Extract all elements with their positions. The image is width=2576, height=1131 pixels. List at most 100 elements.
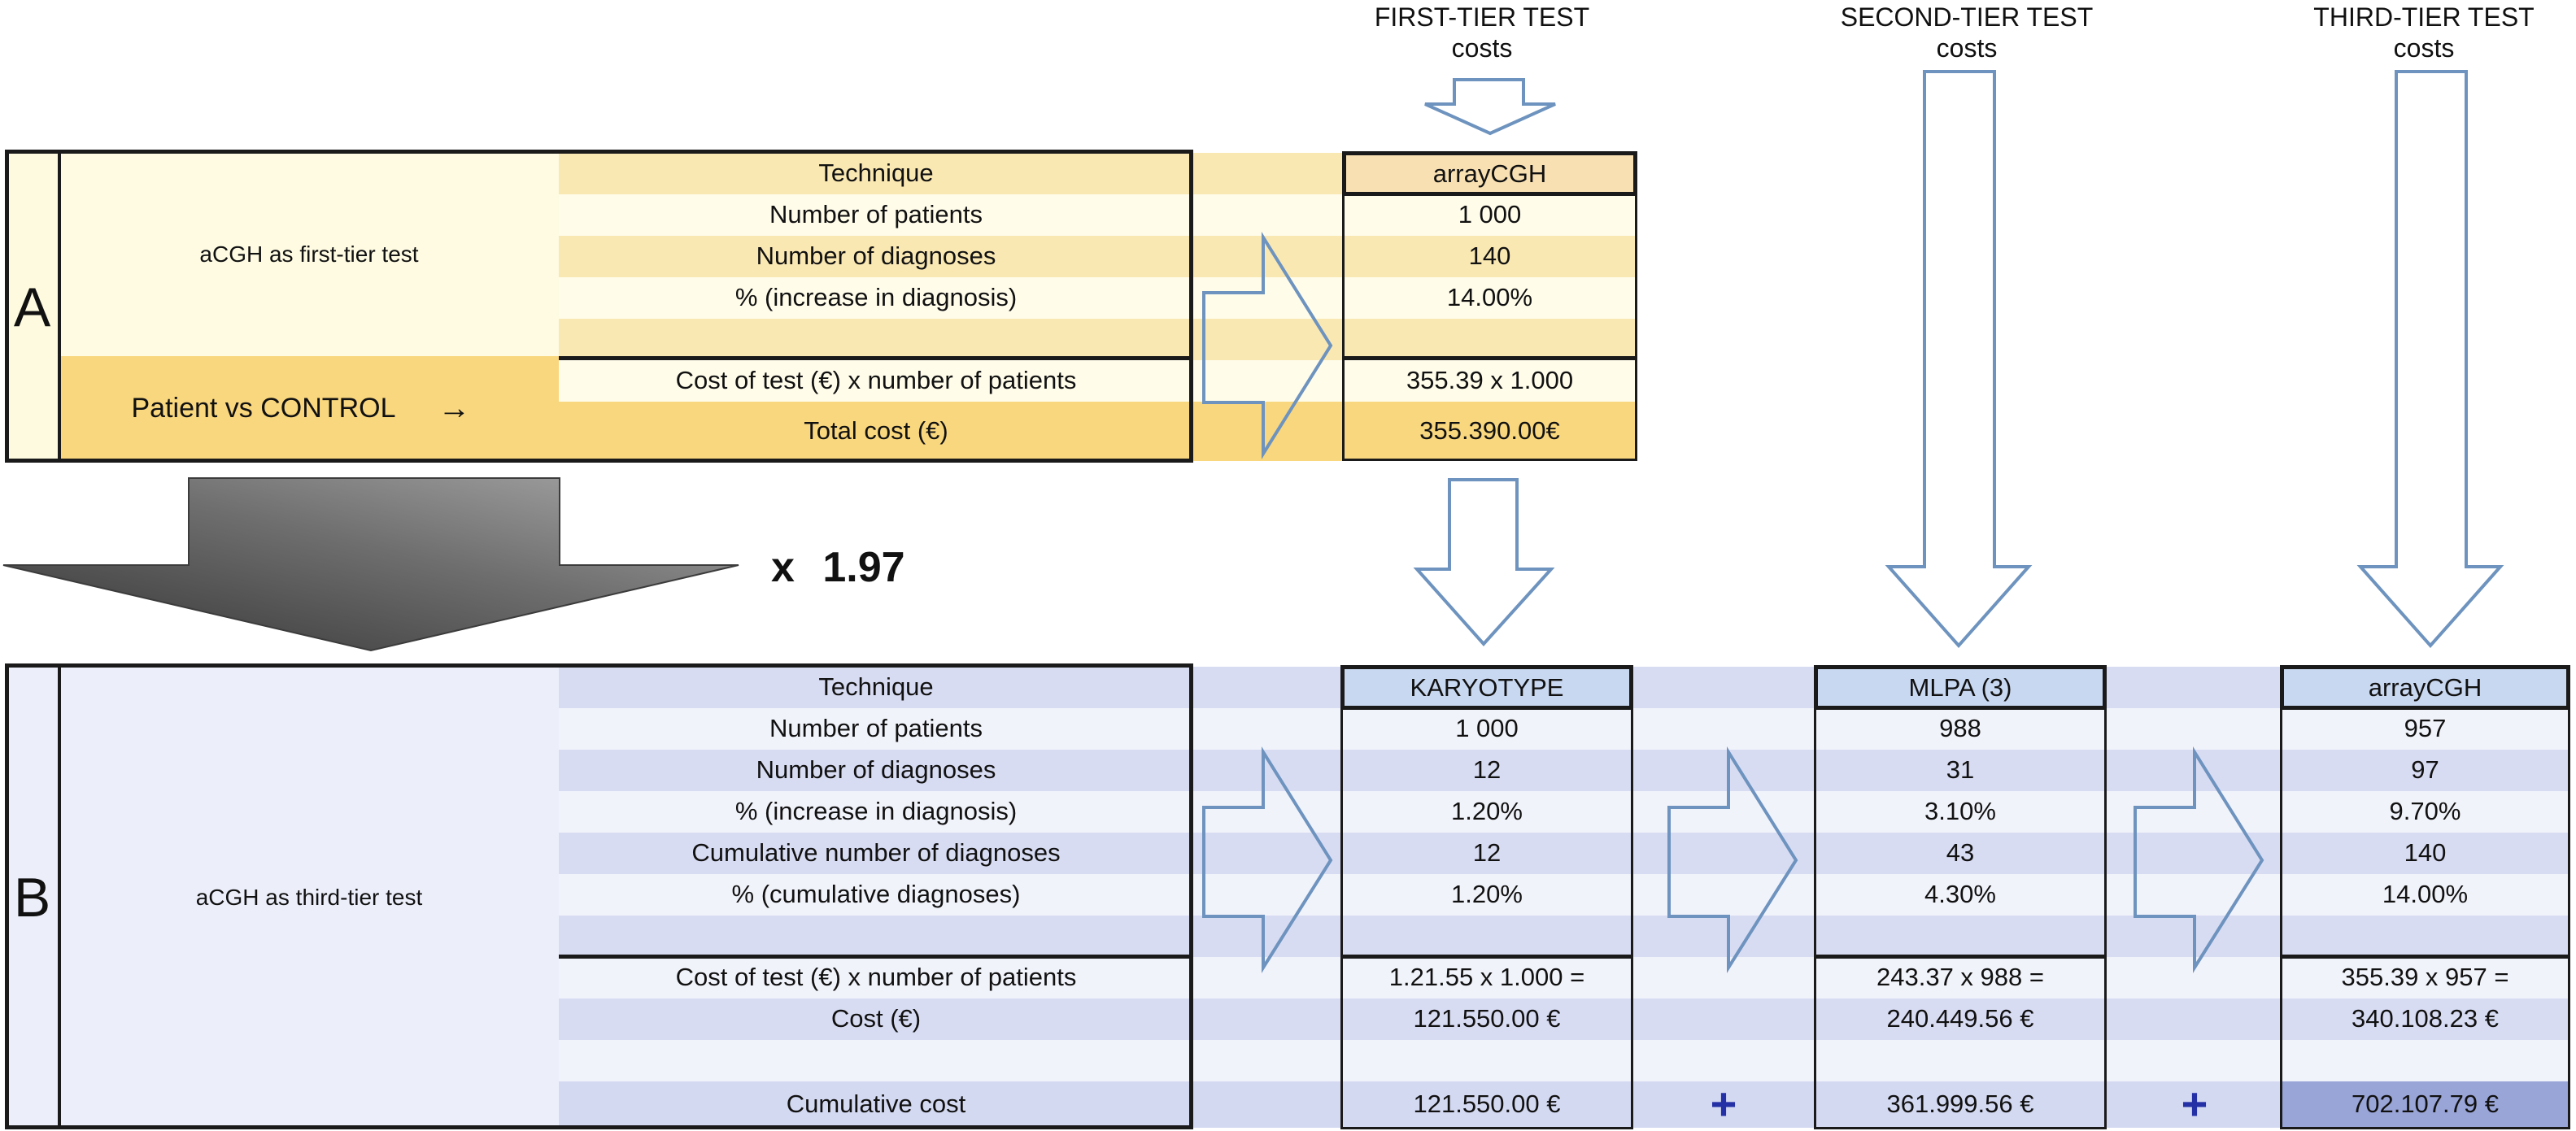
b-col3-value: 97 xyxy=(2411,755,2439,785)
a-row-label: Total cost (€) xyxy=(804,416,948,446)
section-a-comparison: Patient vs CONTROL → xyxy=(65,356,537,461)
b-col3-value: 355.39 x 957 = xyxy=(2341,963,2509,992)
a-value: 355.39 x 1.000 xyxy=(1406,366,1574,395)
b-col3-value: 957 xyxy=(2404,714,2447,743)
b-col3-value xyxy=(2280,916,2570,957)
b-row-label xyxy=(559,1040,1193,1081)
b-col3-value xyxy=(2280,1040,2570,1081)
stripe xyxy=(559,1040,2570,1081)
b-row-label: Cost (€) xyxy=(830,1004,922,1033)
b-row-label xyxy=(559,916,1193,957)
b-col3-value: 702.107.79 € xyxy=(2351,1090,2499,1119)
b-row-label: Number of diagnoses xyxy=(756,755,996,785)
b-col3-technique-cell: arrayCGH xyxy=(2280,665,2570,710)
section-b-cost-divider xyxy=(559,955,1193,959)
b-col2-cost-divider xyxy=(1814,955,2107,959)
b-col1-value xyxy=(1340,916,1633,957)
a-row-label: Cost of test (€) x number of patients xyxy=(675,366,1077,395)
b-col1-value: 12 xyxy=(1472,755,1502,785)
first-tier-title: FIRST-TIER TEST xyxy=(1374,2,1590,32)
comparison-label: Patient vs CONTROL xyxy=(131,393,396,424)
b-col3-value: 140 xyxy=(2404,838,2447,868)
section-b-strategy-label: aCGH as third-tier test xyxy=(195,884,423,910)
b-row-label: Cumulative number of diagnoses xyxy=(691,838,1061,868)
b-col2-value xyxy=(1814,916,2107,957)
b-col2-value: 243.37 x 988 = xyxy=(1876,963,2044,992)
section-b-letter-divider xyxy=(58,665,61,1128)
b-col3-value: 14.00% xyxy=(2382,880,2469,909)
b-col1-value: 1.21.55 x 1.000 = xyxy=(1388,963,1585,992)
comparison-right-arrow-icon: → xyxy=(438,390,471,426)
b-col1-value: 1 000 xyxy=(1455,714,1519,743)
stripe xyxy=(559,708,2570,750)
b-col1-value: 12 xyxy=(1472,838,1502,868)
b-col3-value: 340.108.23 € xyxy=(2351,1004,2499,1033)
b-col1-value: 1.20% xyxy=(1451,797,1523,826)
a-technique-cell: arrayCGH xyxy=(1342,151,1637,196)
a-value: 14.00% xyxy=(1446,283,1533,312)
stripe xyxy=(559,194,1637,236)
first-tier-down-arrow-icon xyxy=(1424,78,1556,136)
second-tier-down-arrow-icon xyxy=(1885,70,2033,649)
a-to-b-down-arrow-icon xyxy=(1413,478,1555,646)
a-value-cost-divider xyxy=(1342,356,1637,360)
b-col2-value xyxy=(1814,1040,2107,1081)
third-tier-subtitle: costs xyxy=(2393,33,2455,63)
b-row-label: Cost of test (€) x number of patients xyxy=(675,963,1077,992)
b-col2-value: 361.999.56 € xyxy=(1886,1090,2034,1119)
a-row-label xyxy=(559,319,1193,360)
third-tier-header: THIRD-TIER TEST costs xyxy=(2261,2,2576,63)
stripe xyxy=(559,360,1637,402)
a-value xyxy=(1342,319,1637,360)
stripe xyxy=(559,1081,2570,1128)
multiplier-label: x 1.97 xyxy=(771,544,905,591)
plus-sign-1: + xyxy=(1710,1077,1737,1129)
plus-sign-2: + xyxy=(2181,1077,2208,1129)
second-tier-header: SECOND-TIER TEST costs xyxy=(1804,2,2129,63)
first-tier-header: FIRST-TIER TEST costs xyxy=(1319,2,1645,63)
third-tier-title: THIRD-TIER TEST xyxy=(2313,2,2535,32)
b-row-label: Cumulative cost xyxy=(786,1090,966,1119)
a-row-label: Number of patients xyxy=(769,200,983,229)
stripe xyxy=(559,236,1637,277)
b-col1-cost-divider xyxy=(1340,955,1633,959)
second-tier-title: SECOND-TIER TEST xyxy=(1840,2,2094,32)
b-col3-cost-divider xyxy=(2280,955,2570,959)
b-col1-value: 121.550.00 € xyxy=(1413,1090,1561,1119)
stripe xyxy=(559,277,1637,319)
a-row-label: % (increase in diagnosis) xyxy=(734,283,1018,312)
stripe xyxy=(559,998,2570,1040)
stripe xyxy=(559,319,1637,360)
a-row-label: Number of diagnoses xyxy=(756,241,996,271)
b-col3-value: 9.70% xyxy=(2389,797,2461,826)
b-row-label: % (cumulative diagnoses) xyxy=(731,880,1021,909)
section-a-cost-divider xyxy=(559,356,1193,360)
section-a-letter-divider xyxy=(58,151,61,461)
b-col2-technique-cell: MLPA (3) xyxy=(1814,665,2107,710)
section-b-left-cell xyxy=(7,667,559,1128)
section-a-left-cell xyxy=(7,153,559,356)
panel-a-label: A xyxy=(13,276,51,338)
b-col2-value: 988 xyxy=(1939,714,1981,743)
b-col1-value xyxy=(1340,1040,1633,1081)
b-col2-value: 43 xyxy=(1946,838,1975,868)
b-col2-value: 31 xyxy=(1946,755,1975,785)
b-col2-value: 240.449.56 € xyxy=(1886,1004,2034,1033)
section-a-control-cell xyxy=(7,356,559,461)
multiplier-down-arrow-icon xyxy=(2,477,739,652)
third-tier-down-arrow-icon xyxy=(2356,70,2504,649)
section-a-letter-cell xyxy=(7,153,58,461)
stripe xyxy=(559,402,1637,461)
b-col1-value: 121.550.00 € xyxy=(1413,1004,1561,1033)
b-col1-technique-cell: KARYOTYPE xyxy=(1340,665,1633,710)
first-tier-subtitle: costs xyxy=(1451,33,1513,63)
a-value: 355.390.00€ xyxy=(1419,416,1560,446)
b-col3-total-highlight xyxy=(2282,1081,2568,1127)
b-col2-value: 4.30% xyxy=(1924,880,1996,909)
a-row-label: Technique xyxy=(818,159,934,188)
section-a-strategy-label: aCGH as first-tier test xyxy=(199,241,419,267)
panel-b-label: B xyxy=(13,866,51,929)
b-col2-value: 3.10% xyxy=(1924,797,1996,826)
b-row-label: Number of patients xyxy=(769,714,983,743)
